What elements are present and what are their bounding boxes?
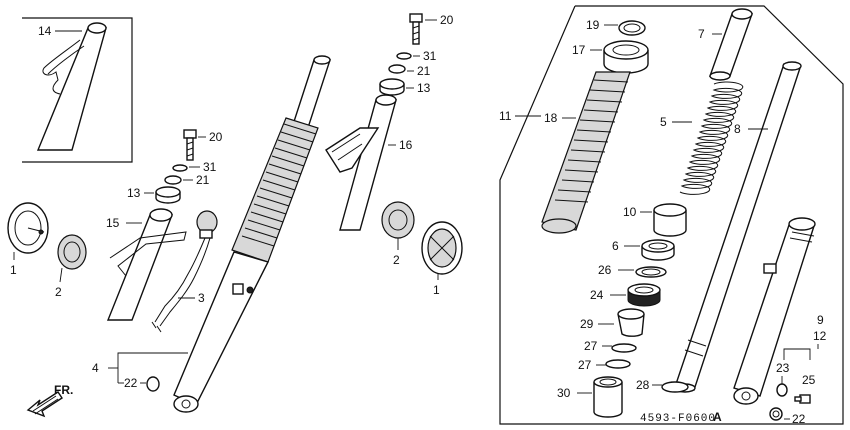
part-13-seal-right bbox=[379, 78, 405, 96]
part-9-12-fork-slider bbox=[733, 217, 816, 405]
callout-5: 5 bbox=[660, 115, 667, 129]
part-2-reflector-cap-right bbox=[381, 201, 415, 239]
callout-30: 30 bbox=[557, 386, 571, 400]
callout-27-b: 27 bbox=[578, 358, 592, 372]
callout-11: 11 bbox=[499, 109, 512, 123]
callout-6: 6 bbox=[612, 239, 619, 253]
part-31-o-ring-right bbox=[396, 52, 412, 60]
part-25-drain-bolt bbox=[794, 394, 811, 404]
part-21-washer-left bbox=[164, 175, 182, 185]
callout-13-right: 13 bbox=[417, 81, 431, 95]
callout-1-right: 1 bbox=[433, 283, 440, 297]
callout-17: 17 bbox=[572, 43, 586, 57]
part-3-wire-harness bbox=[151, 210, 218, 333]
part-19-ring bbox=[618, 20, 646, 36]
part-17-boot-cap bbox=[603, 40, 649, 74]
part-1-reflector-right bbox=[421, 221, 463, 275]
part-20-bolt-right bbox=[409, 13, 423, 45]
part-15-fork-tube-with-guide bbox=[106, 208, 187, 321]
callout-22-left: 22 bbox=[124, 376, 138, 390]
exploded-view-frame bbox=[499, 5, 844, 425]
callout-24: 24 bbox=[590, 288, 604, 302]
part-27-circlip-a bbox=[611, 343, 637, 353]
part-26-back-up-ring bbox=[635, 266, 667, 278]
callout-22-right: 22 bbox=[792, 412, 806, 426]
part-28-washer bbox=[661, 381, 689, 393]
part-16-fork-tube-with-bracket bbox=[325, 94, 397, 231]
callout-21-right: 21 bbox=[417, 64, 431, 78]
inset-frame bbox=[22, 17, 133, 163]
callout-7: 7 bbox=[698, 27, 705, 41]
callout-20-right: 20 bbox=[440, 13, 454, 27]
callout-12: 12 bbox=[813, 329, 827, 343]
callout-8: 8 bbox=[734, 122, 741, 136]
part-22-washer-right bbox=[769, 407, 783, 421]
callout-26: 26 bbox=[598, 263, 612, 277]
part-4-front-fork-assembly bbox=[173, 55, 331, 413]
part-7-spacer-tube bbox=[709, 8, 753, 81]
callout-20-left: 20 bbox=[209, 130, 223, 144]
part-18-fork-boot bbox=[541, 71, 631, 234]
callout-13-left: 13 bbox=[127, 186, 141, 200]
part-5-fork-spring bbox=[679, 81, 744, 195]
callout-3: 3 bbox=[198, 291, 205, 305]
part-22-washer-left bbox=[146, 376, 160, 392]
callout-14: 14 bbox=[38, 24, 52, 38]
callout-28: 28 bbox=[636, 378, 650, 392]
callout-29: 29 bbox=[580, 317, 594, 331]
part-1-reflector-left bbox=[7, 202, 49, 254]
callout-19: 19 bbox=[586, 18, 600, 32]
part-2-reflector-cap-left bbox=[57, 234, 87, 270]
callout-23: 23 bbox=[776, 361, 790, 375]
part-31-o-ring-left bbox=[172, 164, 188, 172]
callout-31-left: 31 bbox=[203, 160, 217, 174]
part-20-bolt-left bbox=[183, 129, 197, 161]
part-27-circlip-b bbox=[605, 359, 631, 369]
callout-9: 9 bbox=[817, 313, 824, 327]
callout-31-right: 31 bbox=[423, 49, 437, 63]
callout-27-a: 27 bbox=[584, 339, 598, 353]
callout-2-right: 2 bbox=[393, 253, 400, 267]
callout-16: 16 bbox=[399, 138, 413, 152]
front-direction-label: FR. bbox=[54, 383, 73, 397]
callout-21-left: 21 bbox=[196, 173, 210, 187]
callout-15: 15 bbox=[106, 216, 120, 230]
front-direction-arrow-icon bbox=[26, 391, 63, 418]
part-30-slider-bushing bbox=[593, 376, 623, 418]
diagram-code: 4593-F0600 bbox=[640, 413, 716, 425]
part-6-oil-seal bbox=[641, 239, 675, 261]
callout-18: 18 bbox=[544, 111, 558, 125]
part-21-washer-right bbox=[388, 64, 406, 74]
callout-25: 25 bbox=[802, 373, 816, 387]
part-10-piston bbox=[653, 203, 687, 237]
callout-2-left: 2 bbox=[55, 285, 62, 299]
part-14-fork-tube-inset bbox=[36, 22, 107, 151]
callout-1-left: 1 bbox=[10, 263, 17, 277]
part-8-inner-fork-tube bbox=[674, 61, 802, 393]
diagram-revision: A bbox=[713, 410, 722, 424]
part-24-guide-bushing bbox=[627, 283, 661, 307]
callout-4: 4 bbox=[92, 361, 99, 375]
part-29-slide-bushing bbox=[617, 308, 645, 337]
part-13-seal-left bbox=[155, 186, 181, 204]
callout-10: 10 bbox=[623, 205, 637, 219]
part-23-bolt bbox=[776, 383, 788, 397]
